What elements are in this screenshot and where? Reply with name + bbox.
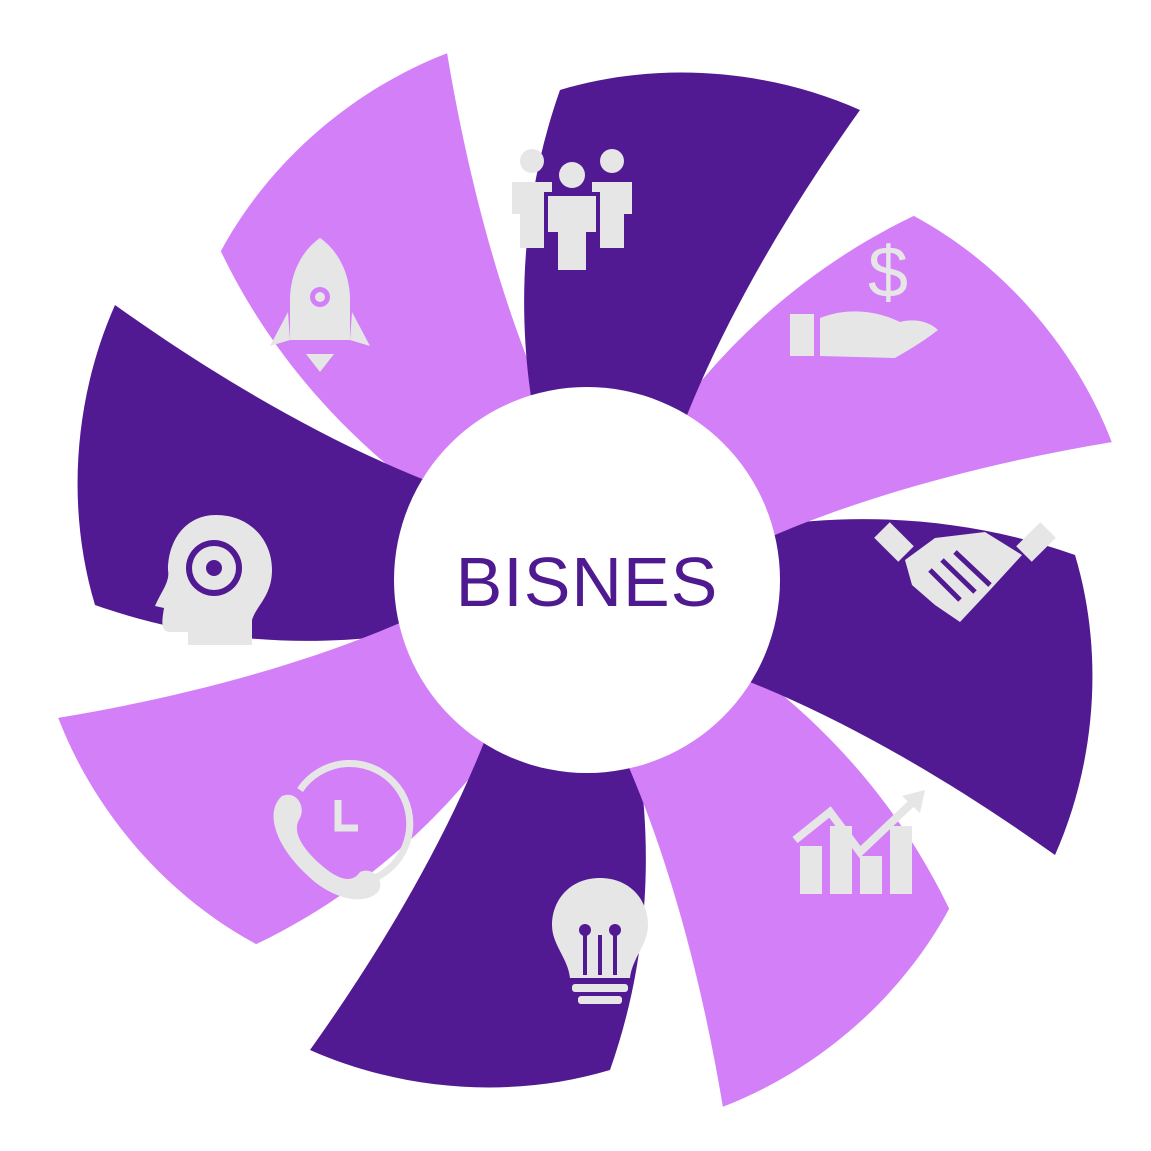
center-circle: [394, 387, 780, 773]
phone-clock-icon: [273, 760, 414, 900]
money-hand-icon: $: [790, 233, 938, 358]
lightbulb-icon: [552, 878, 648, 1004]
head-gear-icon: [155, 515, 272, 645]
handshake-icon: [874, 522, 1056, 622]
center-label: BISNES: [456, 543, 719, 621]
rocket-icon: [270, 238, 370, 372]
team-icon: [512, 149, 632, 274]
svg-text:$: $: [868, 233, 908, 313]
growth-chart-icon: [792, 790, 925, 894]
